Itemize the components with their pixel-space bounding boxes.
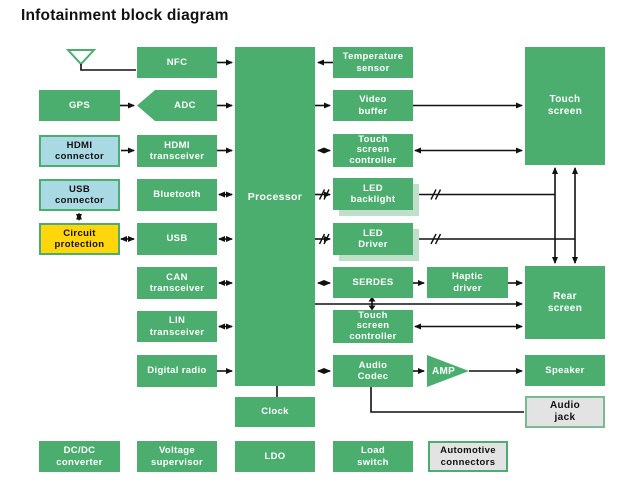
block-can-transceiver: CAN transceiver xyxy=(137,267,217,299)
block-ldo: LDO xyxy=(235,441,315,472)
block-haptic-driver: Haptic driver xyxy=(427,267,508,298)
block-audio-jack: Audio jack xyxy=(525,396,605,428)
block-processor: Processor xyxy=(235,47,315,386)
diagram-title: Infotainment block diagram xyxy=(21,7,229,24)
block-audio-codec: Audio Codec xyxy=(333,355,413,387)
block-digital-radio: Digital radio xyxy=(137,355,217,387)
block-usb-connector: USB connector xyxy=(39,179,120,211)
block-clock: Clock xyxy=(235,397,315,427)
bus-slash-marks xyxy=(318,189,442,245)
amp-label: AMP xyxy=(432,365,456,377)
block-serdes: SERDES xyxy=(333,267,413,298)
block-automotive-connectors: Automotive connectors xyxy=(428,441,508,472)
block-dcdc-converter: DC/DC converter xyxy=(39,441,120,472)
block-rear-screen: Rear screen xyxy=(525,266,605,339)
block-touch-screen-controller-top: Touch screen controller xyxy=(333,134,413,167)
block-touch-screen: Touch screen xyxy=(525,47,605,165)
block-led-driver: LED Driver xyxy=(333,223,413,255)
block-hdmi-transceiver: HDMI transceiver xyxy=(137,135,217,167)
block-load-switch: Load switch xyxy=(333,441,413,472)
block-lin-transceiver: LIN transceiver xyxy=(137,311,217,342)
block-gps: GPS xyxy=(39,90,120,121)
block-led-backlight: LED backlight xyxy=(333,178,413,210)
block-temperature-sensor: Temperature sensor xyxy=(333,47,413,78)
block-video-buffer: Video buffer xyxy=(333,90,413,121)
block-bluetooth: Bluetooth xyxy=(137,179,217,211)
antenna-icon xyxy=(65,49,136,71)
block-hdmi-connector: HDMI connector xyxy=(39,135,120,167)
block-speaker: Speaker xyxy=(525,355,605,386)
wire-group xyxy=(76,59,578,413)
block-usb: USB xyxy=(137,223,217,255)
serdes-bus-double-arrow xyxy=(368,296,376,311)
block-touch-screen-controller-bottom: Touch screen controller xyxy=(333,310,413,343)
block-voltage-supervisor: Voltage supervisor xyxy=(137,441,217,472)
block-adc: ADC xyxy=(137,90,217,121)
block-nfc: NFC xyxy=(137,47,217,78)
block-circuit-protection: Circuit protection xyxy=(39,223,120,255)
